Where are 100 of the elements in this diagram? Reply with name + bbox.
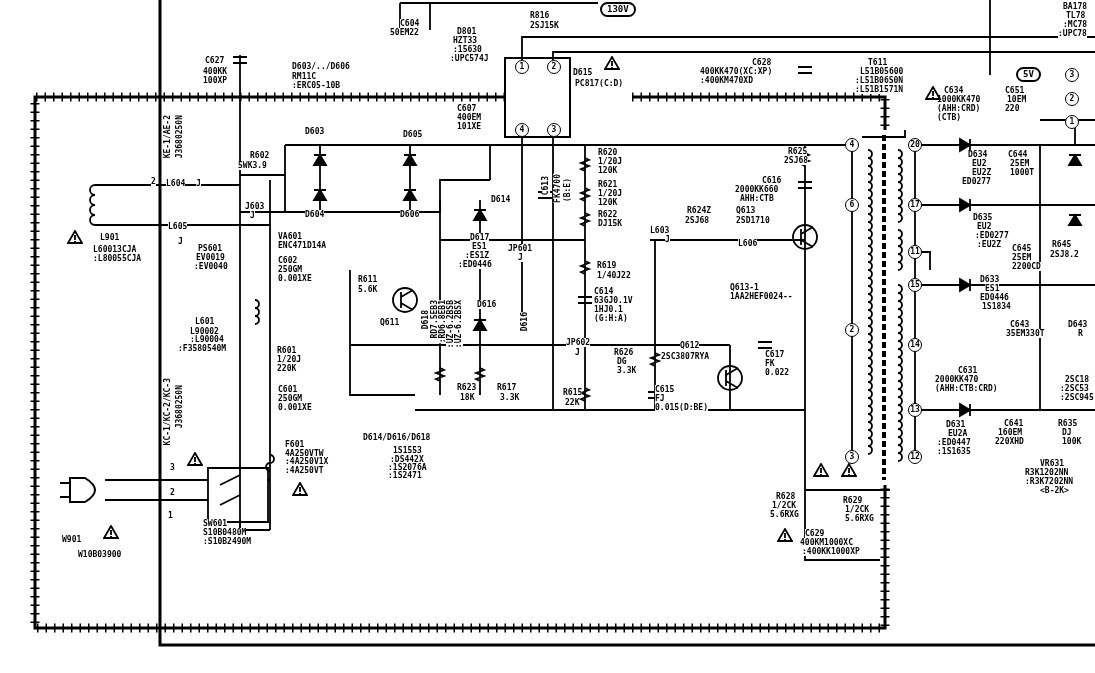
component-designator: R628 xyxy=(776,492,796,501)
part-value: 1HJ0.1 xyxy=(594,305,623,314)
part-value: 400KM1000XC xyxy=(800,538,853,547)
part-value: (B:E) xyxy=(563,178,572,203)
part-value: ES1 xyxy=(472,242,487,251)
part-value: 400EM xyxy=(457,113,482,122)
part-value: 1/2CK xyxy=(845,505,870,514)
pin-number: 2 xyxy=(151,177,156,186)
part-value: 1/20J xyxy=(277,355,302,364)
component-designator: D615 xyxy=(573,68,593,77)
part-value: 2SJ15K xyxy=(530,21,559,30)
part-value: FK4700 xyxy=(553,174,562,203)
part-value: 2SC18 xyxy=(1065,375,1090,384)
component-designator: R624Z xyxy=(687,206,712,215)
component-designator: R611 xyxy=(358,275,378,284)
part-value: 100XP xyxy=(203,76,228,85)
part-value: 2SJ68 xyxy=(784,156,809,165)
part-value: 100K xyxy=(1062,437,1082,446)
part-value: (CTB) xyxy=(937,113,962,122)
component-designator: L605 xyxy=(168,222,188,231)
part-value: 1S1553 xyxy=(393,446,422,455)
part-value: 2SJ68 xyxy=(685,216,710,225)
component-designator: C628 xyxy=(752,58,772,67)
pin-number: 3 xyxy=(170,463,175,472)
component-designator: KC-1/KC-2/KC-3 xyxy=(163,378,172,446)
part-value: RD7.5EB3 xyxy=(430,300,439,339)
part-value: J xyxy=(250,211,255,220)
component-designator: W901 xyxy=(62,535,82,544)
part-value: 5.6K xyxy=(358,285,378,294)
component-designator: D603/../D606 xyxy=(292,62,350,71)
pin-number: 4 xyxy=(845,138,859,152)
component-designator: D614 xyxy=(491,195,511,204)
part-value: :1S1635 xyxy=(937,447,971,456)
part-value: EV0019 xyxy=(196,253,225,262)
component-designator: D616 xyxy=(520,312,529,332)
part-value: 101XE xyxy=(457,122,482,131)
component-designator: R615 xyxy=(563,388,583,397)
part-value: 5.6RXG xyxy=(770,510,799,519)
part-value: 1AA2HEF0024-- xyxy=(730,292,793,301)
component-designator: F601 xyxy=(285,440,305,449)
part-value: 1/20J xyxy=(598,189,623,198)
component-designator: L601 xyxy=(195,317,215,326)
component-designator: R617 xyxy=(497,383,517,392)
component-designator: D631 xyxy=(946,420,966,429)
component-designator: C629 xyxy=(805,529,825,538)
part-value: :2SC53 xyxy=(1060,384,1089,393)
component-designator: JP602 xyxy=(566,338,591,347)
part-value: 2000KK470 xyxy=(935,375,979,384)
component-designator: KE-1/AE-2 xyxy=(163,115,172,159)
part-value: :EV0040 xyxy=(194,262,228,271)
component-designator: C607 xyxy=(457,104,477,113)
component-designator: D633 xyxy=(980,275,1000,284)
part-value: :4A250V1X xyxy=(285,457,329,466)
part-value: :400KK1000XP xyxy=(802,547,860,556)
component-designator: D635 xyxy=(973,213,993,222)
part-value: 1/40J22 xyxy=(597,271,631,280)
component-designator: BA178 xyxy=(1063,2,1088,11)
part-value: 25EM xyxy=(1010,159,1030,168)
part-value: :UZ-6.2BSX xyxy=(454,300,463,349)
pin-number: 13 xyxy=(908,403,922,417)
pin-number: 2 xyxy=(1065,92,1079,106)
part-value: :ED0446 xyxy=(458,260,492,269)
part-value: :ERC05-10B xyxy=(292,81,341,90)
component-designator: C613 xyxy=(541,176,550,196)
component-designator: R635 xyxy=(1058,419,1078,428)
part-value: 5WK3.9 xyxy=(238,161,267,170)
component-designator: C616 xyxy=(762,176,782,185)
pin-number: 15 xyxy=(908,278,922,292)
component-designator: R619 xyxy=(597,261,617,270)
part-value: 3.3K xyxy=(617,366,637,375)
component-designator: R629 xyxy=(843,496,863,505)
part-value: AHH:CTB xyxy=(740,194,774,203)
part-value: :L51B1571N xyxy=(855,85,904,94)
pin-number: 3 xyxy=(547,123,561,137)
part-value: J xyxy=(665,235,670,244)
part-value: HZT33 xyxy=(453,36,478,45)
part-value: EU2 xyxy=(972,159,987,168)
part-value: J3680250N xyxy=(175,385,184,429)
part-value: 1000T xyxy=(1010,168,1035,177)
pin-number: 1 xyxy=(1065,115,1079,129)
component-designator: R602 xyxy=(250,151,270,160)
part-value: :DS442X xyxy=(390,455,424,464)
component-designator: D616 xyxy=(477,300,497,309)
part-value: :F3580540M xyxy=(178,344,227,353)
component-designator: C614 xyxy=(594,287,614,296)
part-value: 120K xyxy=(598,166,618,175)
component-designator: R623 xyxy=(457,383,477,392)
component-designator: D634 xyxy=(968,150,988,159)
component-designator: C604 xyxy=(400,19,420,28)
part-value: ENC471D14A xyxy=(278,241,327,250)
part-value: :ED0277 xyxy=(975,231,1009,240)
component-designator: C645 xyxy=(1012,244,1032,253)
part-value: 0.001XE xyxy=(278,274,312,283)
part-value: :EU2Z xyxy=(977,240,1002,249)
component-designator: C617 xyxy=(765,350,785,359)
part-value: 2SJ8.2 xyxy=(1050,250,1079,259)
component-designator: D617 xyxy=(470,233,490,242)
part-value: DJ xyxy=(1062,428,1072,437)
part-value: :15630 xyxy=(453,45,482,54)
part-value: J xyxy=(178,237,183,246)
